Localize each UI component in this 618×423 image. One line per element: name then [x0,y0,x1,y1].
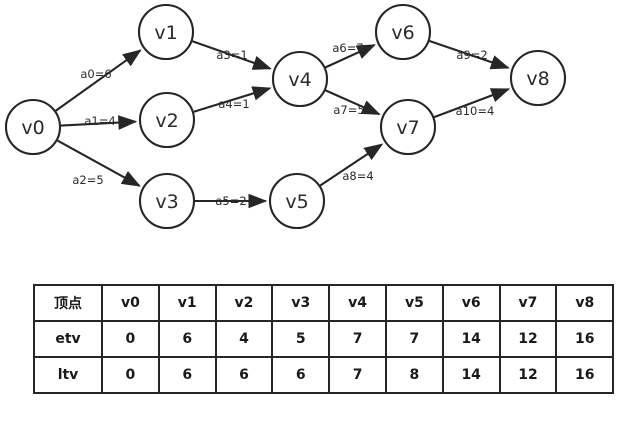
edge-weight-label-a1: a1=4 [84,114,115,128]
table-cell: 6 [157,356,217,394]
table-column-header: v4 [328,284,387,322]
graph-node-v4 [271,50,329,108]
edge-weight-label-a2: a2=5 [72,173,103,187]
table-cell: 14 [441,320,501,358]
edge-labels-layer: a0=6 a1=4 a2=5 a3=1 a4=1 a5=2 a6=7 a7=5 a8=4 a9=2… [72,41,494,208]
edge-weight-label-a9: a9=2 [456,48,487,62]
graph-node-v3 [138,172,196,230]
graph-node-label-v4: v4 [288,69,311,91]
edge-a0 [55,49,142,112]
edge-a10 [433,88,511,119]
table-cell: 12 [498,356,558,394]
edge-a4 [193,86,272,113]
graph-node-v5 [268,172,326,230]
table-cell: 0 [101,320,160,358]
graph-node-label-v2: v2 [155,110,178,132]
edge-weight-label-a6: a6=7 [332,41,363,55]
table-cell: 6 [214,356,274,394]
table-column-header: v3 [271,284,331,322]
table-column-header: v2 [214,284,274,322]
nodes-layer: v0 v1 v2 v3 v4 v5 v6 v7 v8 [4,3,567,230]
table-cell: 6 [271,356,331,394]
table-cell: 5 [271,320,331,358]
edge-weight-label-a0: a0=6 [80,67,111,81]
graph-node-label-v7: v7 [396,117,419,139]
graph-node-v2 [138,91,196,149]
table-column-header: v6 [441,284,501,322]
table-column-header: v0 [101,284,160,322]
graph-node-v7 [379,98,437,156]
table-cell: 8 [384,356,444,394]
graph-node-v6 [374,3,432,61]
graph-node-label-v1: v1 [154,22,177,44]
edge-weight-label-a7: a7=5 [333,103,364,117]
table-cell: 7 [328,320,387,358]
edge-a9 [429,40,510,70]
table-cell: 12 [498,320,558,358]
graph-node-label-v6: v6 [391,22,414,44]
graph-node-v1 [137,3,195,61]
edge-weight-label-a8: a8=4 [342,169,373,183]
table-column-header: v7 [498,284,558,322]
edge-weight-label-a5: a5=2 [215,194,246,208]
edge-a2 [57,139,141,187]
table-column-header: v5 [384,284,444,322]
edge-weight-label-a4: a4=1 [218,97,249,111]
edge-weight-label-a10: a10=4 [456,104,495,118]
table-row-header: etv [33,320,103,358]
graph-node-label-v5: v5 [285,191,308,213]
table-cell: 16 [555,356,615,394]
edge-a6 [325,44,376,69]
graph-node-label-v0: v0 [21,117,44,139]
graph-node-label-v8: v8 [526,68,549,90]
edge-a1 [60,115,138,130]
edge-a3 [192,40,272,70]
edge-weight-label-a3: a3=1 [216,48,247,62]
edge-a7 [325,89,381,116]
table-column-header: v8 [555,284,615,322]
table-cell: 7 [384,320,444,358]
table-column-header: v1 [157,284,217,322]
graph-node-label-v3: v3 [155,191,178,213]
table-cell: 16 [555,320,615,358]
edge-a8 [319,143,384,187]
table-cell: 6 [157,320,217,358]
edges-layer [55,40,511,209]
graph-node-v0 [4,98,62,156]
table-cell: 4 [214,320,274,358]
graph-node-v8 [509,49,567,107]
table-row-header: ltv [33,356,103,394]
table-cell: 7 [328,356,387,394]
table-cell: 0 [101,356,160,394]
table-cell: 14 [441,356,501,394]
table-row-header: 顶点 [33,284,103,322]
